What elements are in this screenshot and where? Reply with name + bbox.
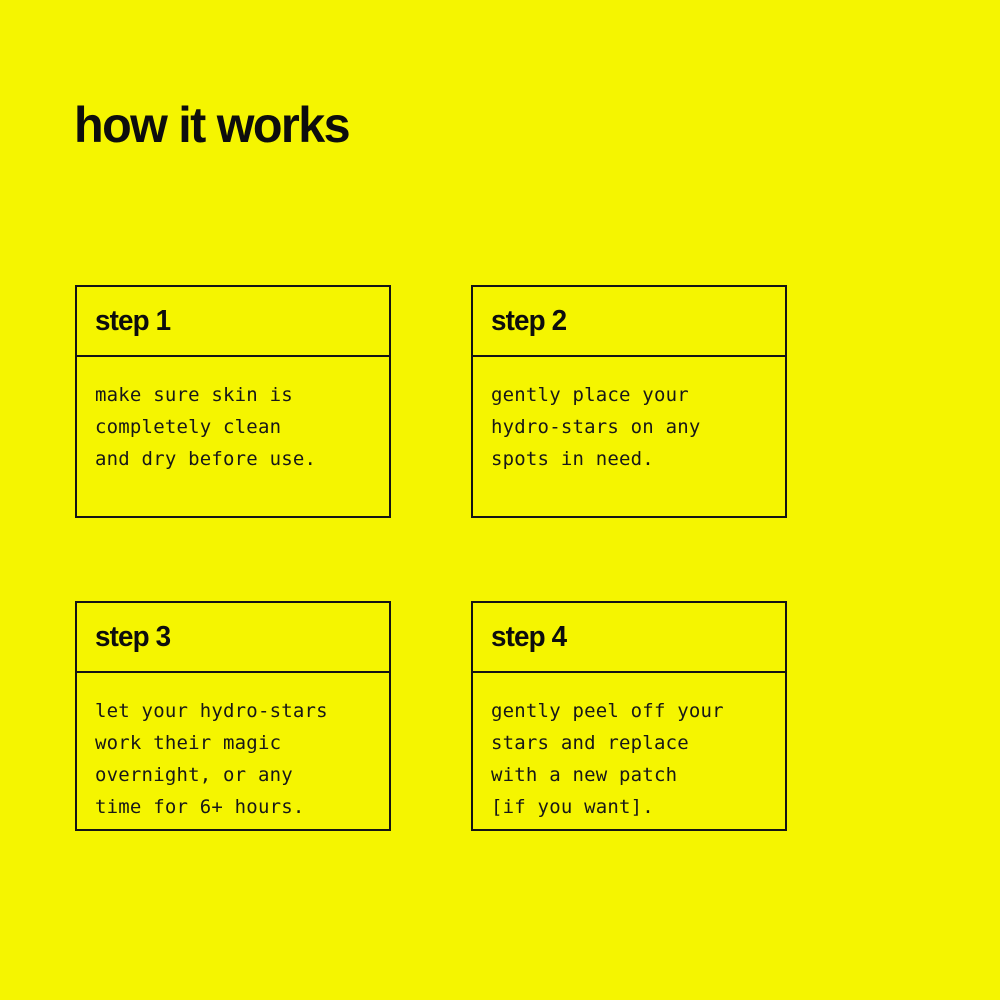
step-card-3-title: step 3 [95,621,171,653]
step-card-1: step 1 make sure skin is completely clea… [75,285,391,518]
step-card-1-title: step 1 [95,305,171,337]
step-card-3: step 3 let your hydro-stars work their m… [75,601,391,831]
step-card-2-body: gently place your hydro-stars on any spo… [473,357,785,516]
step-card-4-text: gently peel off your stars and replace w… [491,700,724,818]
step-card-4-body: gently peel off your stars and replace w… [473,673,785,829]
steps-grid: step 1 make sure skin is completely clea… [75,285,787,831]
step-card-3-text: let your hydro-stars work their magic ov… [95,700,328,818]
step-card-2-text: gently place your hydro-stars on any spo… [491,384,701,470]
step-card-1-header: step 1 [77,287,389,357]
step-card-2: step 2 gently place your hydro-stars on … [471,285,787,518]
step-card-4: step 4 gently peel off your stars and re… [471,601,787,831]
step-card-3-body: let your hydro-stars work their magic ov… [77,673,389,829]
step-card-1-body: make sure skin is completely clean and d… [77,357,389,516]
step-card-1-text: make sure skin is completely clean and d… [95,384,317,470]
page-title: how it works [74,97,351,153]
step-card-3-header: step 3 [77,603,389,673]
step-card-4-title: step 4 [491,621,567,653]
step-card-2-title: step 2 [491,305,567,337]
step-card-4-header: step 4 [473,603,785,673]
step-card-2-header: step 2 [473,287,785,357]
